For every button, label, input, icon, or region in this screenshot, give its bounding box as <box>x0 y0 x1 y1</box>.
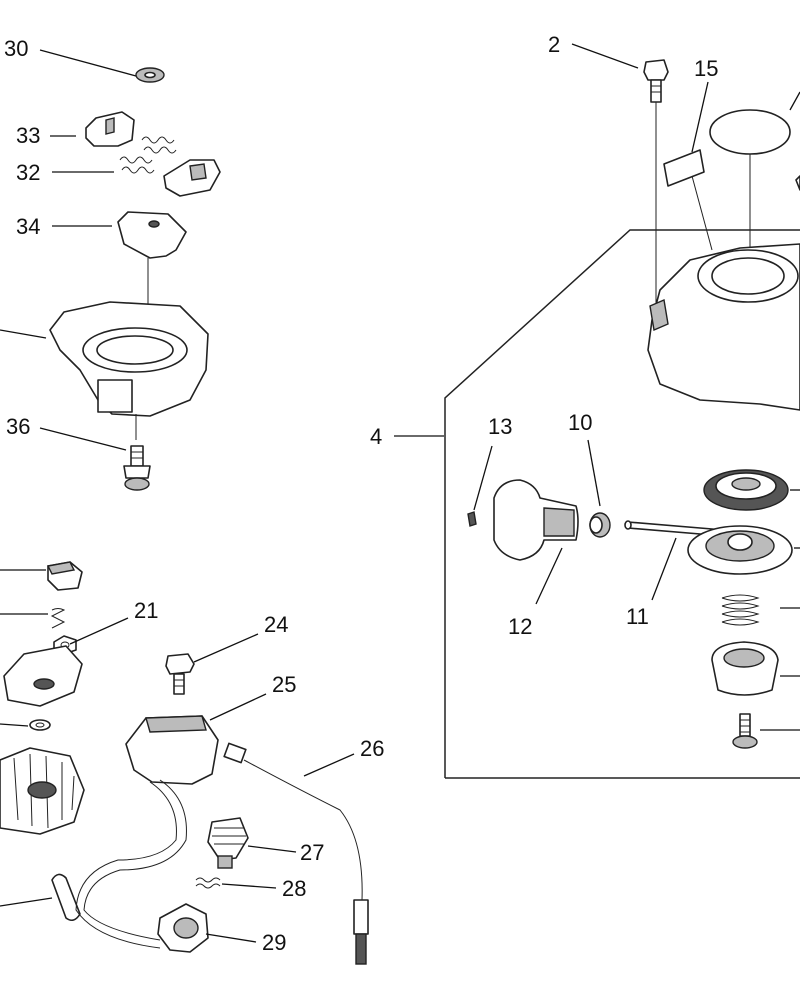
callout-36: 36 <box>6 414 30 439</box>
callout-24: 24 <box>264 612 288 637</box>
part-32-springs <box>119 136 177 174</box>
small-washer <box>29 719 51 731</box>
part-34-clip <box>117 211 187 340</box>
part-12-starter-grip <box>493 479 579 561</box>
callout-25: 25 <box>272 672 296 697</box>
callout-26: 26 <box>360 736 384 761</box>
callout-33: 33 <box>16 123 40 148</box>
starter-assembly-frame <box>444 229 800 779</box>
starter-housing <box>647 243 800 411</box>
callout-29: 29 <box>262 930 286 955</box>
reel-pulley <box>687 525 793 575</box>
part-13-pin <box>467 511 477 527</box>
callout-4: 4 <box>370 424 382 449</box>
flywheel-fan <box>0 747 85 835</box>
callout-27: 27 <box>300 840 324 865</box>
callout-28: 28 <box>282 876 306 901</box>
ratchet-cup <box>711 641 779 696</box>
disc-cover <box>709 109 800 260</box>
part-33-bracket <box>85 111 221 197</box>
part-2-bolt <box>643 59 669 310</box>
part-30-washer <box>135 67 165 83</box>
part-15-label <box>663 149 713 251</box>
callout-2: 2 <box>548 32 560 57</box>
part-24-bolt <box>165 653 195 695</box>
part-27-spark-plug <box>207 817 249 869</box>
recoil-spring <box>703 469 789 511</box>
callout-13: 13 <box>488 414 512 439</box>
callout-12: 12 <box>508 614 532 639</box>
fan-housing <box>49 301 209 440</box>
part-29-plug-cap <box>157 903 209 953</box>
callout-32: 32 <box>16 160 40 185</box>
housing-screw <box>732 713 758 749</box>
left-knob <box>46 561 83 591</box>
part-26-wire <box>223 742 369 965</box>
small-spring <box>50 608 66 629</box>
cap-plate <box>3 645 83 707</box>
compression-spring <box>721 594 760 626</box>
callout-15: 15 <box>694 56 718 81</box>
part-28-spring <box>195 877 221 889</box>
part-25-ignition-coil <box>75 715 219 949</box>
callout-34: 34 <box>16 214 40 239</box>
small-hose <box>51 873 81 922</box>
callout-21: 21 <box>134 598 158 623</box>
callout-11: 11 <box>626 604 649 629</box>
part-36-bolt <box>123 445 151 491</box>
part-10-bushing <box>589 512 611 538</box>
callout-10: 10 <box>568 410 592 435</box>
callout-30: 30 <box>4 36 28 61</box>
